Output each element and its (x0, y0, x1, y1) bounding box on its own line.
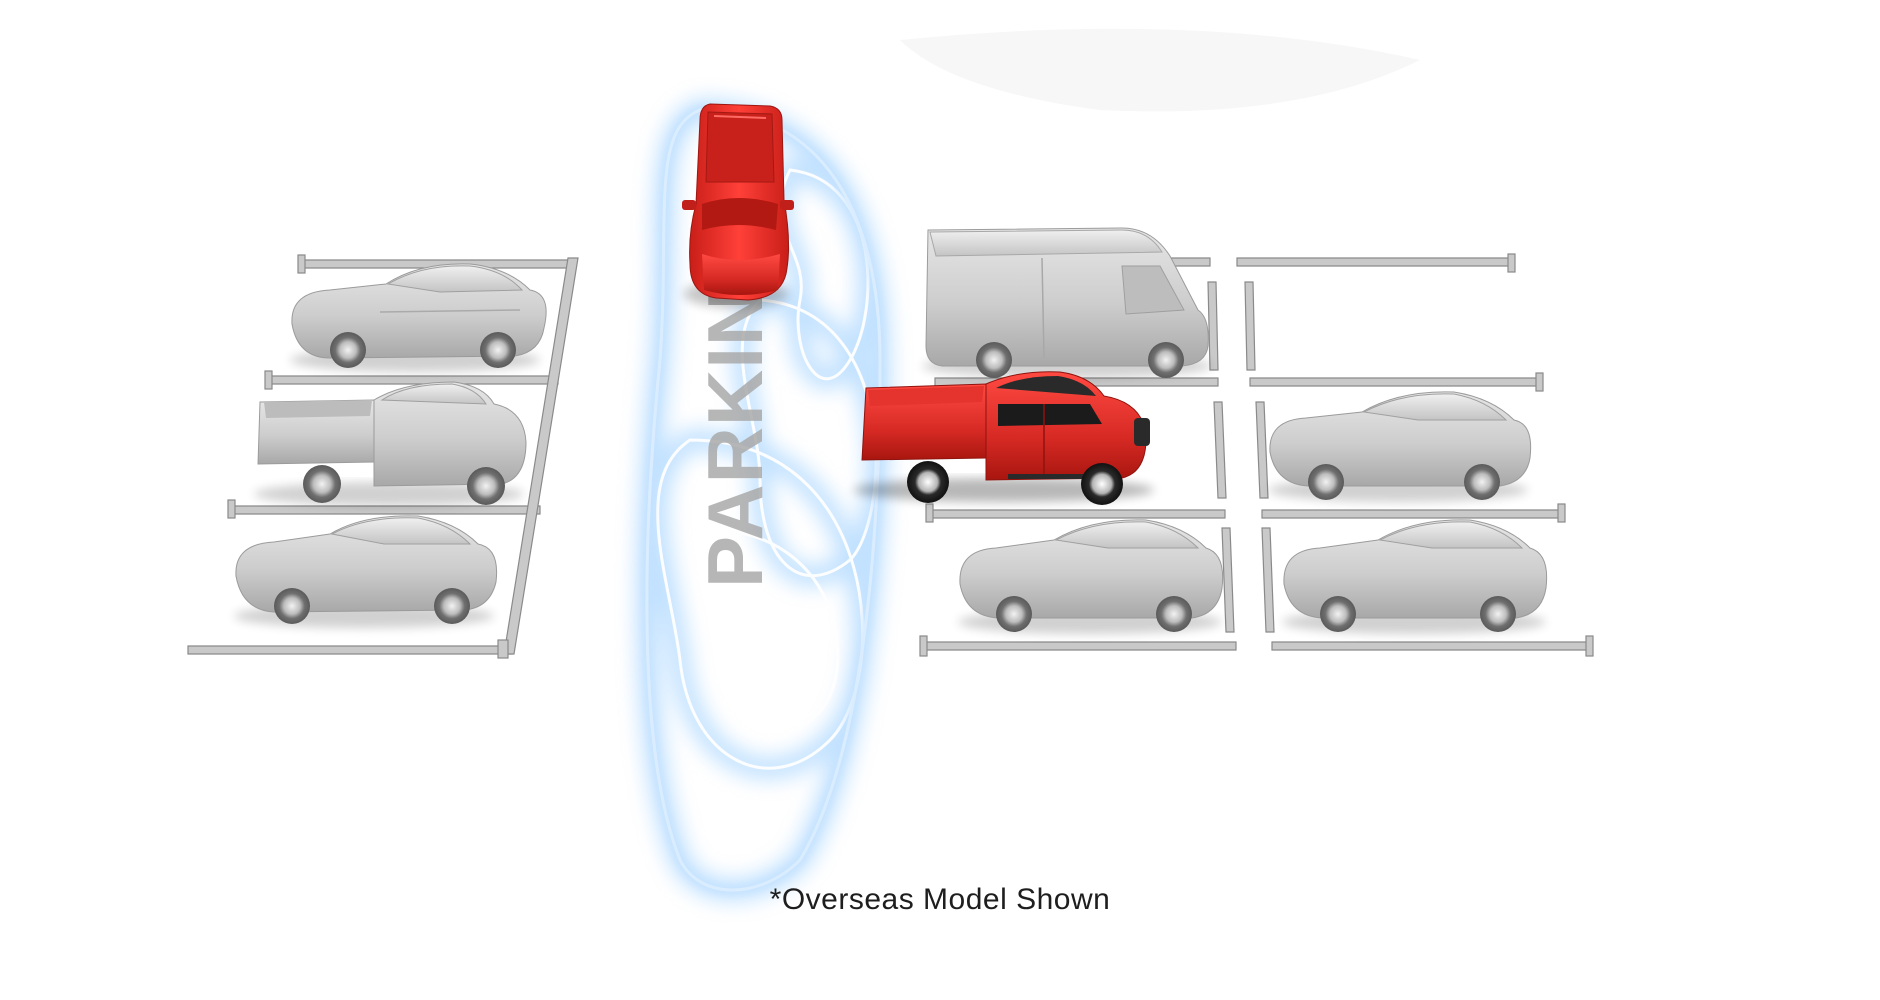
parked-sedan (290, 263, 547, 372)
parking-lines-left (187, 254, 579, 659)
parking-red-pickup (854, 371, 1154, 505)
parked-sedan (958, 519, 1224, 634)
rear-cross-traffic-sensor-icon (635, 98, 892, 901)
floor-shading (900, 28, 1420, 112)
disclaimer-text: *Overseas Model Shown (769, 883, 1111, 916)
parked-sedan (234, 515, 498, 628)
parked-sedan (1268, 391, 1532, 502)
parked-pickup (254, 381, 527, 506)
parked-sedan (1282, 519, 1548, 634)
moving-red-pickup (682, 103, 794, 308)
parked-van (922, 227, 1212, 378)
parking-lines-right (919, 253, 1594, 657)
